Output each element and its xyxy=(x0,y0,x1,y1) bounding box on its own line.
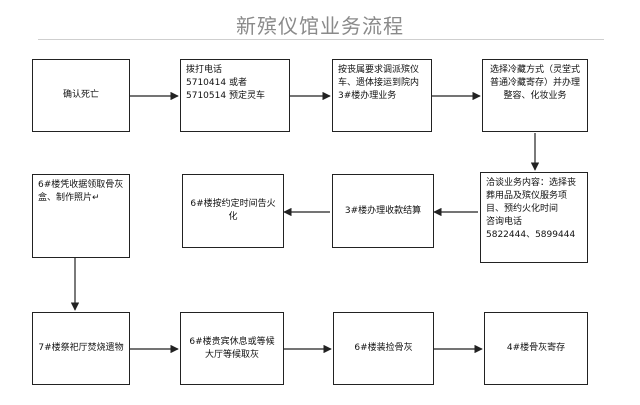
step-label: 拨打电话 5710414 或者 5710514 预定灵车 xyxy=(186,65,265,101)
step-wait-ashes: 6#楼贵宾休息或等候大厅等候取灰 xyxy=(180,312,284,385)
step-collect-ashes: 6#楼装捡骨灰 xyxy=(333,312,434,385)
step-label: 选择冷藏方式（灵堂式普通冷藏寄存）并办理整容、化妆业务 xyxy=(489,65,580,101)
step-burn-belongings: 7#楼祭祀厅焚烧遗物 xyxy=(32,312,130,385)
step-label: 6#楼贵宾休息或等候大厅等候取灰 xyxy=(189,336,275,360)
step-label: 6#楼凭收据领取骨灰盒、制作照片↵ xyxy=(38,180,124,203)
step-label: 确认死亡 xyxy=(62,90,99,100)
step-business-discussion: 洽谈业务内容：选择丧葬用品及殡仪服务项目、预约火化时间 咨询电话 5822444… xyxy=(480,172,588,263)
step-cremation-notice: 6#楼按约定时间告火化 xyxy=(182,174,284,248)
step-choose-refrigeration: 选择冷藏方式（灵堂式普通冷藏寄存）并办理整容、化妆业务 xyxy=(482,59,588,132)
title-divider xyxy=(38,39,604,40)
step-collect-urn: 6#楼凭收据领取骨灰盒、制作照片↵ xyxy=(32,174,130,258)
step-label: 6#楼按约定时间告火化 xyxy=(190,199,276,222)
step-dispatch-vehicle: 按丧属要求调派殡仪车、遗体接运到院内 3#楼办理业务 xyxy=(332,59,432,132)
step-call-hearse: 拨打电话 5710414 或者 5710514 预定灵车 xyxy=(180,59,290,132)
step-confirm-death: 确认死亡 xyxy=(32,59,130,132)
step-label: 7#楼祭祀厅焚烧遗物 xyxy=(38,343,124,353)
step-label: 6#楼装捡骨灰 xyxy=(354,343,413,353)
step-label: 按丧属要求调派殡仪车、遗体接运到院内 3#楼办理业务 xyxy=(338,65,420,101)
step-ashes-storage: 4#楼骨灰寄存 xyxy=(484,312,588,385)
step-label: 洽谈业务内容：选择丧葬用品及殡仪服务项目、预约火化时间 咨询电话 5822444… xyxy=(486,178,577,240)
step-payment-settlement: 3#楼办理收款结算 xyxy=(332,174,434,248)
step-label: 4#楼骨灰寄存 xyxy=(506,343,566,353)
page-title: 新殡仪馆业务流程 xyxy=(236,14,404,38)
step-label: 3#楼办理收款结算 xyxy=(344,205,422,216)
